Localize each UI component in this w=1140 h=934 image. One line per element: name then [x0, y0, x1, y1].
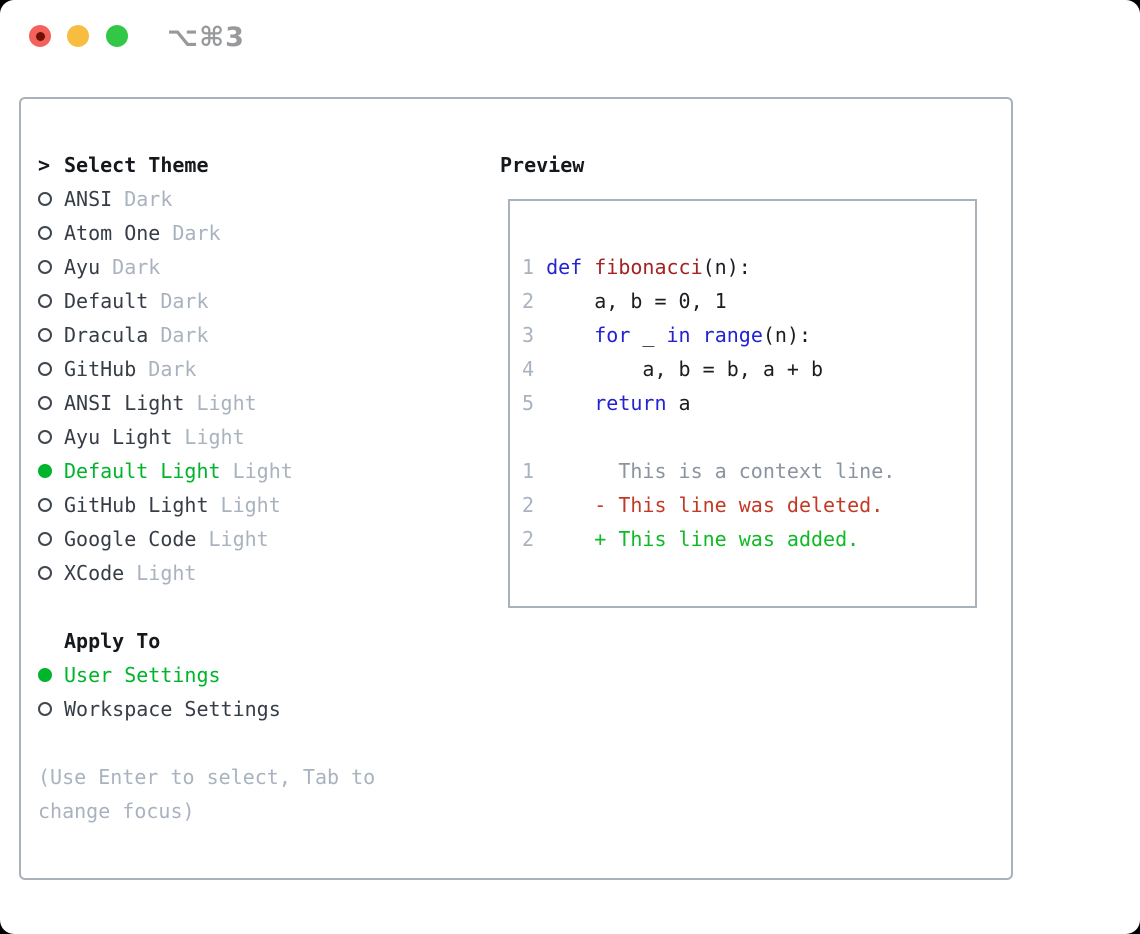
- option-label: GitHub: [64, 357, 137, 381]
- radio-icon: [38, 294, 52, 308]
- radio-icon: [38, 226, 52, 240]
- option-variant-label: Dark: [148, 357, 197, 381]
- option-label: Default: [64, 289, 149, 313]
- radio-icon: [38, 566, 52, 580]
- option-variant-label: Light: [220, 493, 281, 517]
- radio-icon: [38, 498, 52, 512]
- line-number: 1: [522, 459, 535, 483]
- theme-option-ayu-light[interactable]: Ayu Light Light: [38, 420, 483, 454]
- radio-icon: [38, 532, 52, 546]
- apply-to-header: Apply To: [38, 624, 483, 658]
- line-number: 5: [522, 391, 535, 415]
- line-number: 3: [522, 323, 535, 347]
- theme-option-default[interactable]: Default Dark: [38, 284, 483, 318]
- option-label: GitHub Light: [64, 493, 209, 517]
- option-variant-label: Light: [136, 561, 197, 585]
- radio-icon: [38, 396, 52, 410]
- option-label: Dracula: [64, 323, 149, 347]
- option-label: User Settings: [64, 663, 221, 687]
- option-variant-label: Dark: [112, 255, 161, 279]
- radio-icon: [38, 328, 52, 342]
- option-label: Default Light: [64, 459, 221, 483]
- diff-line: 2 - This line was deleted.: [522, 493, 884, 517]
- spacer: [38, 590, 483, 624]
- titlebar: ⌥⌘3: [0, 0, 1140, 70]
- option-variant-label: Light: [208, 527, 269, 551]
- radio-icon: [38, 702, 52, 716]
- radio-icon: [38, 430, 52, 444]
- unsaved-indicator-icon: [35, 31, 45, 41]
- window-title-shortcut: ⌥⌘3: [167, 22, 245, 53]
- line-number: 2: [522, 527, 535, 551]
- radio-icon: [38, 260, 52, 274]
- option-label: ANSI: [64, 187, 113, 211]
- option-label: Atom One: [64, 221, 161, 245]
- spacer: [38, 726, 483, 760]
- theme-option-github[interactable]: GitHub Dark: [38, 352, 483, 386]
- diff-line: 2 + This line was added.: [522, 527, 860, 551]
- help-line-1: (Use Enter to select, Tab to: [38, 765, 376, 789]
- theme-option-xcode[interactable]: XCode Light: [38, 556, 483, 590]
- code-line: 2 a, b = 0, 1: [522, 289, 727, 313]
- option-label: Google Code: [64, 527, 197, 551]
- help-line-2: change focus): [38, 799, 195, 823]
- option-variant-label: Dark: [160, 323, 209, 347]
- spacer: [522, 420, 963, 454]
- option-variant-label: Light: [196, 391, 257, 415]
- theme-option-atom-one[interactable]: Atom One Dark: [38, 216, 483, 250]
- focus-prompt-icon: >: [38, 153, 51, 177]
- option-variant-label: Dark: [172, 221, 221, 245]
- theme-option-github-light[interactable]: GitHub Light Light: [38, 488, 483, 522]
- theme-option-ansi-light[interactable]: ANSI Light Light: [38, 386, 483, 420]
- radio-icon: [38, 192, 52, 206]
- theme-option-ansi[interactable]: ANSI Dark: [38, 182, 483, 216]
- option-variant-label: Dark: [124, 187, 173, 211]
- code-preview: 1 def fibonacci(n): 2 a, b = 0, 1 3 for _ …: [522, 250, 963, 420]
- apply-option-workspace-settings[interactable]: Workspace Settings: [38, 692, 483, 726]
- close-button[interactable]: [29, 25, 51, 47]
- line-number: 1: [522, 255, 535, 279]
- theme-option-ayu[interactable]: Ayu Dark: [38, 250, 483, 284]
- option-variant-label: Light: [232, 459, 293, 483]
- theme-option-dracula[interactable]: Dracula Dark: [38, 318, 483, 352]
- preview-pane: 1 def fibonacci(n): 2 a, b = 0, 1 3 for _ …: [508, 199, 977, 608]
- diff-line: 1 This is a context line.: [522, 459, 896, 483]
- option-label: Ayu Light: [64, 425, 173, 449]
- line-number: 4: [522, 357, 535, 381]
- option-variant-label: Light: [184, 425, 245, 449]
- option-label: ANSI Light: [64, 391, 185, 415]
- option-label: Ayu: [64, 255, 101, 279]
- theme-option-default-light[interactable]: Default Light Light: [38, 454, 483, 488]
- code-line: 4 a, b = b, a + b: [522, 357, 824, 381]
- option-label: Workspace Settings: [64, 697, 281, 721]
- diff-preview: 1 This is a context line. 2 - This line w…: [522, 454, 963, 556]
- option-label: XCode: [64, 561, 125, 585]
- apply-option-user-settings[interactable]: User Settings: [38, 658, 483, 692]
- code-line: 5 return a: [522, 391, 691, 415]
- line-number: 2: [522, 493, 535, 517]
- help-text: (Use Enter to select, Tab to change focu…: [38, 760, 483, 828]
- preview-title: Preview: [500, 153, 585, 177]
- radio-selected-icon: [38, 668, 52, 682]
- option-variant-label: Dark: [160, 289, 209, 313]
- theme-option-google-code[interactable]: Google Code Light: [38, 522, 483, 556]
- preview-section: Preview 1 def fibonacci(n): 2 a, b = 0, 1…: [500, 148, 994, 608]
- theme-list-title: Select Theme: [64, 153, 209, 177]
- code-line: 3 for _ in range(n):: [522, 323, 812, 347]
- minimize-button[interactable]: [67, 25, 89, 47]
- apply-to-title: Apply To: [64, 629, 161, 653]
- maximize-button[interactable]: [106, 25, 128, 47]
- radio-icon: [38, 362, 52, 376]
- line-number: 2: [522, 289, 535, 313]
- theme-list-header: > Select Theme: [38, 148, 483, 182]
- radio-selected-icon: [38, 464, 52, 478]
- code-line: 1 def fibonacci(n):: [522, 255, 751, 279]
